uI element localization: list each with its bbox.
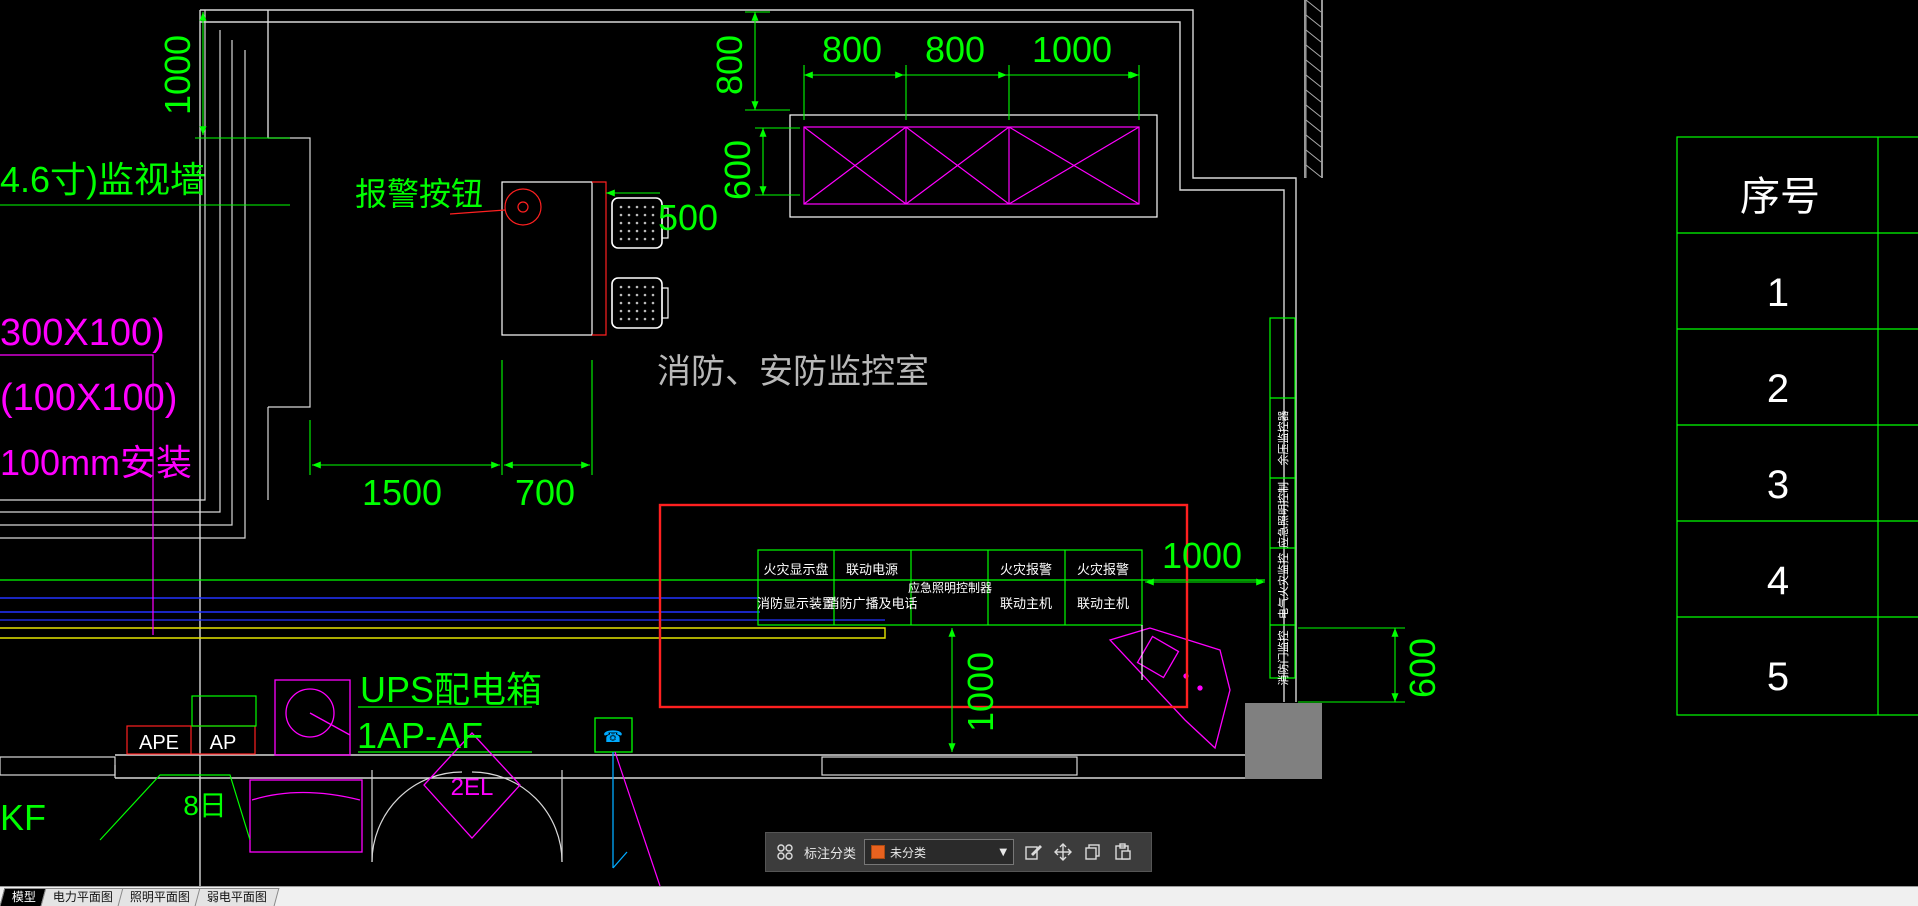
equipment-cabinets[interactable] bbox=[803, 126, 1140, 205]
table-cell: 1 bbox=[1767, 271, 1789, 315]
cable-drop bbox=[612, 752, 628, 869]
cabinet-frame bbox=[789, 114, 1158, 218]
dim-1000b: 1000 bbox=[1162, 535, 1242, 576]
console-labels: 火灾显示盘消防显示装置联动电源消防广播及电话应急照明控制器火灾报警联动主机火灾报… bbox=[757, 562, 1129, 611]
category-value: 未分类 bbox=[890, 845, 927, 860]
dim-600v: 600 bbox=[717, 140, 758, 200]
dim-1500: 1500 bbox=[362, 472, 442, 513]
label-room-name: 消防、安防监控室 bbox=[657, 353, 929, 391]
dim-1000v: 1000 bbox=[157, 35, 198, 115]
table-cell: 3 bbox=[1767, 463, 1789, 507]
label-88: 8日 bbox=[183, 790, 227, 821]
label-ap: AP bbox=[210, 732, 237, 754]
color-swatch bbox=[871, 845, 886, 859]
ups-box[interactable] bbox=[249, 679, 363, 853]
dim-800v: 800 bbox=[709, 35, 750, 95]
annotation-category-label: 标注分类 bbox=[804, 846, 857, 862]
layout-tabs: 模型 电力平面图 照明平面图 弱电平面图 bbox=[0, 886, 1918, 906]
console-panel-label: 联动电源 bbox=[846, 562, 898, 577]
legend-table[interactable]: 序号 1 2 3 4 5 bbox=[1676, 136, 1918, 716]
chairs bbox=[611, 197, 669, 329]
alarm-button-symbol[interactable] bbox=[504, 188, 542, 226]
tab-low-voltage-plan[interactable]: 弱电平面图 bbox=[194, 888, 280, 906]
table-cell: 2 bbox=[1767, 367, 1789, 411]
edit-icon[interactable] bbox=[1022, 841, 1044, 863]
chevron-down-icon: ▼ bbox=[999, 846, 1008, 858]
wall-hatch bbox=[1305, 0, 1322, 178]
label-ape: APE bbox=[139, 732, 179, 754]
label-spec2: (100X100) bbox=[0, 377, 177, 419]
light-fixture-2el[interactable] bbox=[423, 732, 521, 839]
annotation-toolbar: 标注分类 未分类 ▼ bbox=[765, 832, 1152, 872]
console-panel-label: 消防广播及电话 bbox=[826, 596, 917, 611]
label-spec3: 100mm安装 bbox=[0, 442, 192, 483]
dim-500: 500 bbox=[658, 197, 718, 238]
monitor-wall-frame bbox=[0, 354, 154, 635]
dim-700: 700 bbox=[515, 472, 575, 513]
table-header: 序号 bbox=[1740, 175, 1820, 219]
wall-panel-label: 应急照明控制 bbox=[1276, 482, 1290, 548]
table-cell: 5 bbox=[1767, 655, 1789, 699]
column bbox=[1245, 703, 1322, 779]
move-icon[interactable] bbox=[1052, 841, 1074, 863]
console-panel-label: 火灾显示盘 bbox=[763, 562, 828, 577]
label-2el: 2EL bbox=[451, 774, 494, 801]
label-spec1: 300X100) bbox=[0, 312, 165, 354]
console-panel-label: 联动主机 bbox=[1077, 596, 1129, 611]
tab-lighting-plan[interactable]: 照明平面图 bbox=[117, 888, 203, 906]
wall-panel-strip[interactable] bbox=[1269, 317, 1296, 679]
tab-power-plan[interactable]: 电力平面图 bbox=[40, 888, 126, 906]
dim-800a: 800 bbox=[822, 29, 882, 70]
walls bbox=[115, 0, 1323, 886]
svg-text:☎: ☎ bbox=[603, 727, 623, 746]
console[interactable] bbox=[757, 549, 1143, 626]
cable-trays bbox=[0, 579, 1265, 639]
label-ups-code: 1AP-AF bbox=[357, 715, 483, 756]
wall-panel-label: 电气火灾监控 bbox=[1276, 553, 1290, 619]
label-ups: UPS配电箱 bbox=[360, 669, 542, 710]
console-panel-label: 联动主机 bbox=[1000, 596, 1052, 611]
copy-icon[interactable] bbox=[1082, 841, 1104, 863]
dim-1000c: 1000 bbox=[960, 652, 1001, 732]
table-cell: 4 bbox=[1767, 559, 1789, 603]
category-dropdown[interactable]: 未分类 ▼ bbox=[864, 839, 1015, 865]
console-panel-label: 火灾报警 bbox=[1000, 562, 1052, 577]
dim-1000a: 1000 bbox=[1032, 29, 1112, 70]
dim-600b: 600 bbox=[1402, 638, 1443, 698]
door-swings bbox=[371, 770, 563, 863]
outline-green bbox=[99, 706, 532, 841]
drawing-labels: 4.6寸)监视墙 报警按钮 消防、安防监控室 300X100) (100X100… bbox=[0, 159, 929, 838]
wall-panel-label: 余压监控器 bbox=[1276, 411, 1290, 466]
console-panel-label: 应急照明控制器 bbox=[908, 580, 992, 595]
console-panel-label: 火灾报警 bbox=[1077, 562, 1129, 577]
dimension-lines bbox=[0, 11, 1405, 752]
label-monitor-wall: 4.6寸)监视墙 bbox=[0, 159, 206, 200]
grid-icon[interactable] bbox=[774, 841, 796, 863]
selection-highlight[interactable] bbox=[658, 503, 1189, 709]
dimension-texts: 800 800 1000 800 600 500 1000 1500 700 1… bbox=[157, 29, 1443, 732]
cad-canvas[interactable]: 火灾显示盘消防显示装置联动电源消防广播及电话应急照明控制器火灾报警联动主机火灾报… bbox=[0, 0, 1918, 886]
label-alarm-button: 报警按钮 bbox=[355, 176, 483, 212]
label-kf: KF bbox=[0, 797, 46, 838]
dim-800b: 800 bbox=[925, 29, 985, 70]
control-desk[interactable] bbox=[501, 181, 593, 336]
console-panel-label: 消防显示装置 bbox=[757, 596, 835, 611]
wall-panel-label: 消防门监控 bbox=[1276, 631, 1290, 686]
paste-icon[interactable] bbox=[1112, 841, 1134, 863]
operator-chair[interactable] bbox=[1108, 627, 1231, 750]
